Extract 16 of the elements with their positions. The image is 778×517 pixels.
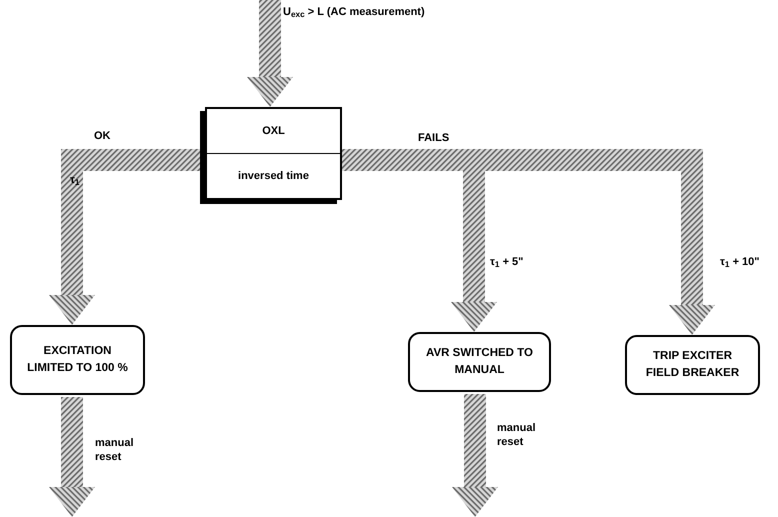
edge-label: τ$_{1}$ + 5"	[490, 256, 524, 270]
box-subtitle: inversed time	[238, 168, 309, 184]
edge-label: U$_{exc}$ > L (AC measurement)	[283, 6, 425, 20]
edge-label: manual reset	[497, 422, 537, 450]
hatched-arrow	[247, 0, 293, 107]
edge-label: τ$_{1}$ + 10"	[720, 256, 760, 270]
action-box: EXCITATION LIMITED TO 100 %	[10, 325, 145, 395]
box-title: OXL	[262, 124, 285, 139]
hatched-arrow	[452, 394, 498, 517]
edge-label: manual reset	[95, 437, 135, 464]
action-box: TRIP EXCITER FIELD BREAKER	[625, 335, 760, 395]
edge-label: OK	[94, 130, 110, 144]
hatched-arrow	[49, 397, 95, 517]
note-label: τ$_{1}$	[70, 173, 80, 188]
note-label: FAILS	[418, 131, 450, 146]
action-box: AVR SWITCHED TO MANUAL	[408, 332, 551, 392]
